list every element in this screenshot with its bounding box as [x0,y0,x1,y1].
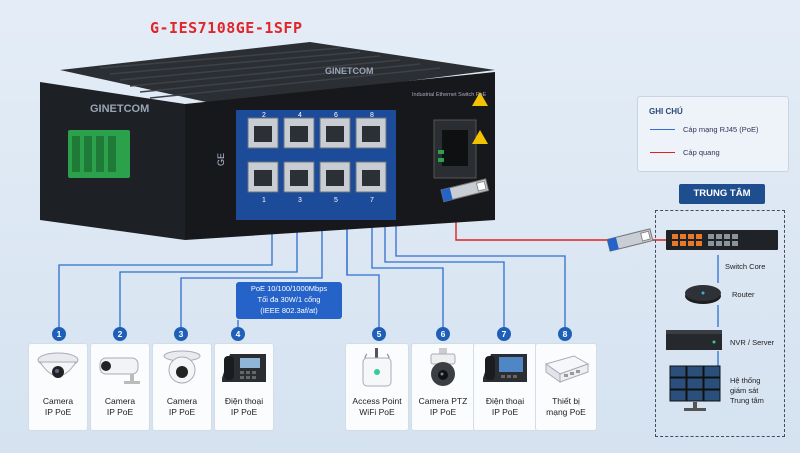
switch-model-text: Industrial Ethernet Switch PoE [412,92,487,98]
device-label-2-line-2: IP PoE [106,407,134,417]
switch-core-label: Switch Core [725,262,766,271]
device-label-1-line-1: Camera [42,396,74,406]
monitoring-label-line-3: Trung tâm [730,396,764,405]
ip-phone-icon-2 [483,354,527,382]
device-label-3: Camera IP PoE [153,396,211,418]
device-label-7: Điện thoại IP PoE [474,396,536,418]
warning-icon [472,92,488,106]
poe-info-box: PoE 10/100/1000Mbps Tối đa 30W/1 cổng (I… [236,282,342,319]
center-group-box [655,210,785,437]
poe-line-2: Tối đa 30W/1 cổng [257,295,321,304]
switch-core-icon [666,230,778,250]
port-number-7: 7 [370,197,374,204]
monitoring-label-line-2: giám sát [730,386,759,395]
legend-fiber-label: Cáp quang [683,148,720,157]
port-badge-6: 6 [436,327,450,341]
device-card-5: Access Point WiFi PoE [345,343,409,431]
dome-camera-icon [37,352,79,378]
turret-camera-icon [163,350,201,384]
device-label-5: Access Point WiFi PoE [346,396,408,418]
device-label-1: Camera IP PoE [29,396,87,418]
monitoring-label-line-1: Hệ thống [730,376,761,385]
poe-device-icon [544,355,590,383]
port-number-3: 3 [298,197,302,204]
warning-icon-2 [472,130,488,144]
bullet-camera-icon [99,357,140,384]
device-label-8: Thiết bị mạng PoE [536,396,596,418]
device-label-4: Điện thoại IP PoE [215,396,273,418]
port-badge-7: 7 [497,327,511,341]
port-badge-2: 2 [113,327,127,341]
nvr-server-icon [666,330,722,350]
device-label-3-line-1: Camera [166,396,198,406]
device-label-6-line-2: IP PoE [429,407,457,417]
port-badge-1: 1 [52,327,66,341]
brand-watermark-top: GINETCOM [325,66,374,76]
port-badge-8: 8 [558,327,572,341]
cable-port-7 [384,215,505,328]
device-label-2: Camera IP PoE [91,396,149,418]
device-label-6-line-1: Camera PTZ [418,396,468,406]
device-label-2-line-1: Camera [104,396,136,406]
cable-port-2 [119,215,298,328]
port-number-5: 5 [334,197,338,204]
device-label-7-line-2: IP PoE [491,407,519,417]
router-icon [685,285,721,304]
device-label-4-line-1: Điện thoại [224,396,264,406]
ip-phone-icon [222,354,266,382]
port-badge-5: 5 [372,327,386,341]
device-label-1-line-2: IP PoE [44,407,72,417]
device-card-8: Thiết bị mạng PoE [535,343,597,431]
legend-box: GHI CHÚ Cáp mạng RJ45 (PoE) Cáp quang [637,96,789,172]
port-number-2: 2 [262,112,266,119]
center-title: TRUNG TÂM [679,184,765,204]
device-label-5-line-2: WiFi PoE [359,407,395,417]
poe-line-1: PoE 10/100/1000Mbps [250,284,328,293]
device-card-1: Camera IP PoE [28,343,88,431]
ptz-camera-icon [430,348,456,386]
cable-port-3 [180,215,323,328]
device-card-4: Điện thoại IP PoE [214,343,274,431]
port-badge-4: 4 [231,327,245,341]
device-card-3: Camera IP PoE [152,343,212,431]
port-number-6: 6 [334,112,338,119]
cable-port-8 [395,205,566,328]
device-card-7: Điện thoại IP PoE [473,343,537,431]
monitoring-label: Hệ thống giám sát Trung tâm [730,376,764,406]
legend-rj45-label: Cáp mạng RJ45 (PoE) [683,125,759,134]
port-number-4: 4 [298,112,302,119]
sfp-module-core-icon [606,228,654,252]
port-group-label: GE [216,153,226,166]
device-label-3-line-2: IP PoE [168,407,196,417]
nvr-server-label: NVR / Server [730,338,775,347]
legend-fiber-line [650,152,675,153]
monitoring-wall-icon [669,365,721,411]
rj45-cables [58,205,719,368]
device-label-6: Camera PTZ IP PoE [412,396,474,418]
port-number-8: 8 [370,112,374,119]
device-card-2: Camera IP PoE [90,343,150,431]
product-title: G-IES7108GE-1SFP [150,19,303,37]
access-point-icon [362,348,392,387]
cable-port-6 [371,215,444,328]
cable-port-1 [58,215,273,328]
poe-line-3: (IEEE 802.3af/at) [260,306,318,315]
router-label: Router [732,290,755,299]
device-label-8-line-1: Thiết bị [552,396,580,406]
cable-port-5 [346,215,380,328]
port-badge-3: 3 [174,327,188,341]
legend-title: GHI CHÚ [649,107,683,116]
sfp-module-icon [440,178,490,203]
brand-watermark-side: GINETCOM [90,103,149,115]
device-label-7-line-1: Điện thoại [485,396,525,406]
device-label-8-line-2: mạng PoE [546,407,586,417]
device-label-4-line-2: IP PoE [230,407,258,417]
port-number-1: 1 [262,197,266,204]
device-label-5-line-1: Access Point [352,396,402,406]
industrial-switch-image: GE 2 4 6 8 1 3 5 7 Industrial Ethernet S… [40,42,495,240]
legend-rj45-line [650,129,675,130]
device-card-6: Camera PTZ IP PoE [411,343,475,431]
